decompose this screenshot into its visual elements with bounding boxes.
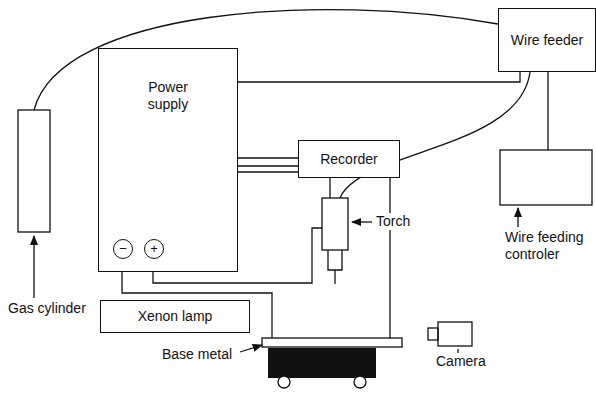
part-label: Torch — [376, 213, 410, 230]
wheel — [278, 376, 290, 388]
part-label: Base metal — [162, 346, 232, 363]
leader-arrow — [33, 236, 34, 298]
leader-arrow — [517, 208, 518, 227]
cable — [238, 72, 520, 82]
component-name: Recorder — [320, 151, 378, 168]
signal-wire — [389, 178, 390, 338]
signal-wire — [329, 178, 330, 198]
leader-arrow — [240, 345, 262, 352]
torch-body — [322, 198, 348, 250]
signal-wire — [238, 165, 298, 166]
camera-lens — [428, 328, 438, 340]
carriage — [268, 348, 376, 378]
signal-wire — [238, 171, 298, 172]
terminal-sign: − — [119, 241, 127, 257]
component-name: Xenon lamp — [138, 308, 213, 325]
terminal-circle: + — [144, 239, 164, 259]
electrode-wire — [334, 270, 335, 284]
part-label: Wire feeding controler — [505, 229, 595, 263]
control-cable — [547, 72, 548, 150]
torch-nozzle — [328, 250, 342, 270]
part-label: Camera — [436, 353, 486, 370]
wheel — [354, 376, 366, 388]
base-metal — [262, 338, 402, 347]
component-name: Wire feeder — [511, 32, 583, 49]
component-box: Xenon lamp — [100, 300, 250, 333]
terminal-circle: − — [113, 239, 133, 259]
cable — [238, 157, 298, 158]
gas-cylinder — [18, 110, 50, 232]
component-box: Power supply − + — [98, 48, 238, 272]
component-name: Power supply — [138, 79, 198, 113]
terminal-sign: + — [150, 241, 158, 257]
leader-arrow — [352, 221, 372, 222]
wire-conduit — [340, 72, 530, 198]
camera-body — [438, 322, 472, 346]
part-label: Gas cylinder — [8, 300, 86, 317]
component-box: Recorder — [298, 140, 400, 178]
controller-box — [500, 150, 592, 205]
component-box: Wire feeder — [498, 8, 596, 72]
